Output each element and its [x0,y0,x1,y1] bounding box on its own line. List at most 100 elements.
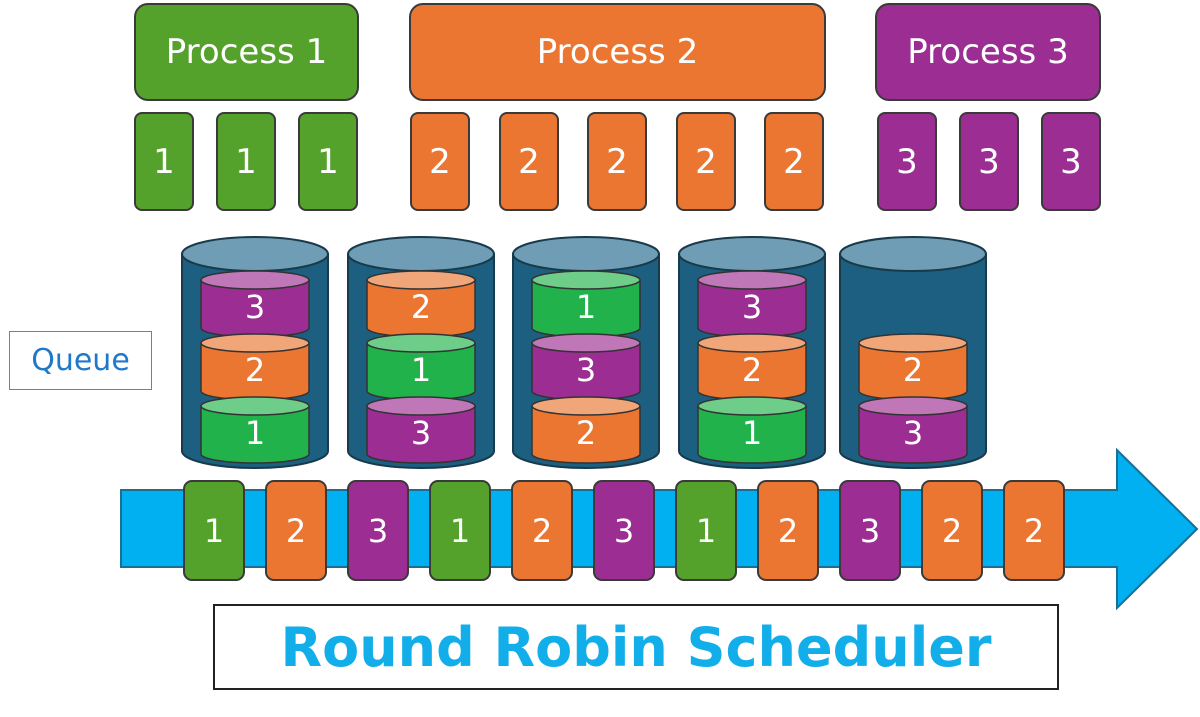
timeline-task-label: 2 [778,512,798,550]
timeline-task: 1 [429,480,491,581]
timeline-task-label: 2 [1024,512,1044,550]
timeline-task-block [839,480,901,581]
timeline-task-label: 2 [942,512,962,550]
queue-item-label: 3 [411,414,431,452]
queue-item-label: 2 [576,414,596,452]
queue-item-label: 1 [576,288,596,326]
queue-cylinder: 2 1 3 [347,236,495,469]
diagram-title: Round Robin Scheduler [280,615,992,679]
queue-item-label: 1 [411,351,431,389]
timeline-task-label: 3 [368,512,388,550]
timeline-task-label: 3 [614,512,634,550]
task-label: 1 [153,141,175,182]
queue-cylinder: 23 [839,236,987,469]
queue-item-top [697,333,807,353]
queue-item-label: 3 [576,351,596,389]
timeline-task-block [921,480,983,581]
queue-item: 1 [531,270,641,338]
queue-item-top [697,270,807,290]
process-2-label: Process 2 [536,32,699,72]
process-3-task: 3 [959,112,1019,211]
timeline-task-label: 1 [450,512,470,550]
queue-item-body [858,405,968,464]
queue-item-top [531,270,641,290]
title-box: Round Robin Scheduler [213,604,1059,690]
queue-item-body [366,405,476,464]
timeline-task-label: 1 [696,512,716,550]
queue-item: 2 [366,270,476,338]
timeline-task-block [593,480,655,581]
queue-item-label: 3 [903,414,923,452]
queue-item-body [200,405,310,464]
timeline-task: 1 [183,480,245,581]
queue-item-top [366,333,476,353]
process-2-task: 2 [676,112,736,211]
timeline-task: 1 [675,480,737,581]
queue-cylinder: 321 [181,236,329,469]
timeline-task: 2 [265,480,327,581]
task-label: 2 [518,141,540,182]
queue-item: 2 [858,333,968,401]
process-2-task: 2 [499,112,559,211]
queue-item-top [697,396,807,416]
queue-item-top [200,396,310,416]
task-label: 2 [606,141,628,182]
task-label: 1 [235,141,257,182]
timeline-task: 3 [593,480,655,581]
timeline-task-label: 2 [532,512,552,550]
task-label: 2 [429,141,451,182]
queue-label-text: Queue [31,343,130,378]
queue-item-label: 3 [245,288,265,326]
queue-item: 3 [366,396,476,464]
process-1-task: 1 [134,112,194,211]
queue-item-top [858,333,968,353]
timeline-task-label: 1 [204,512,224,550]
cylinder-top [678,236,826,272]
timeline-task-block [183,480,245,581]
queue-item: 2 [697,333,807,401]
timeline-task-block [511,480,573,581]
timeline-task-block [675,480,737,581]
process-3-header: Process 3 [875,3,1101,101]
timeline-task: 2 [1003,480,1065,581]
queue-cylinder: 321 [678,236,826,469]
process-1-label: Process 1 [165,32,328,72]
process-2-task: 2 [764,112,824,211]
queue-item: 3 [858,396,968,464]
queue-item-body [697,405,807,464]
queue-item: 2 [531,396,641,464]
process-3-task: 3 [1041,112,1101,211]
timeline-task-label: 3 [860,512,880,550]
queue-item-top [531,396,641,416]
queue-item-top [366,396,476,416]
timeline-task: 2 [757,480,819,581]
process-2-task: 2 [410,112,470,211]
timeline-task-block [429,480,491,581]
queue-item-label: 1 [742,414,762,452]
queue-item: 1 [697,396,807,464]
queue-item-top [366,270,476,290]
queue-item: 1 [366,333,476,401]
task-label: 3 [978,141,1000,182]
queue-item: 3 [531,333,641,401]
queue-item-top [531,333,641,353]
cylinder-top [512,236,660,272]
queue-item: 1 [200,396,310,464]
queue-item-label: 2 [411,288,431,326]
queue-cylinder: 1 3 2 [512,236,660,469]
task-label: 3 [1060,141,1082,182]
process-2-header: Process 2 [409,3,826,101]
queue-item: 3 [200,270,310,338]
task-label: 3 [896,141,918,182]
queue-item-label: 2 [903,351,923,389]
task-label: 2 [695,141,717,182]
process-1-header: Process 1 [134,3,359,101]
cylinder-top [347,236,495,272]
timeline-task-block [757,480,819,581]
queue-item-body [531,405,641,464]
process-3-label: Process 3 [907,32,1069,72]
timeline-task: 2 [511,480,573,581]
process-3-task: 3 [877,112,937,211]
